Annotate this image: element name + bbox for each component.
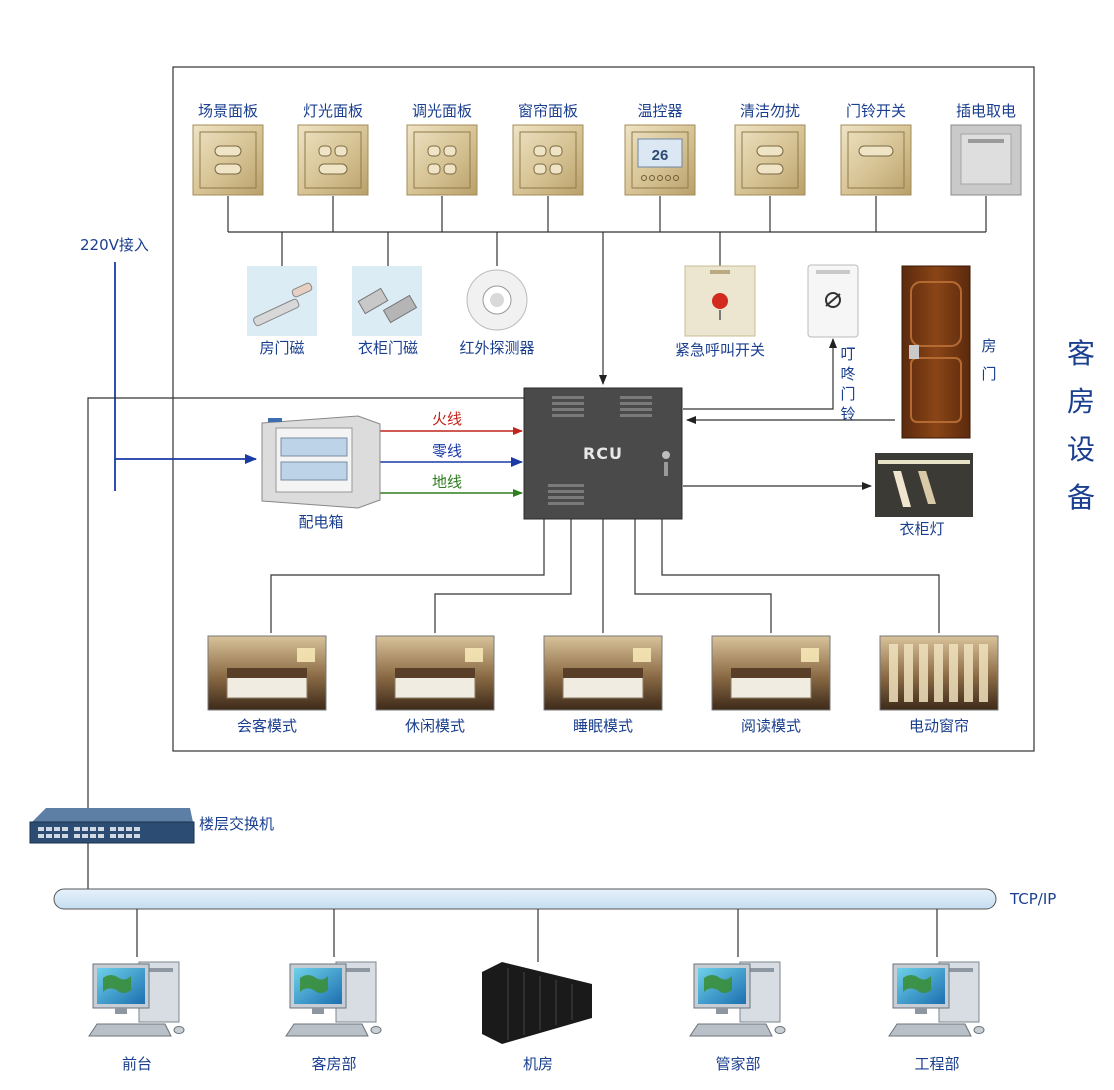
panel-label-light: 灯光面板 (302, 102, 364, 120)
floor-switch-image (29, 808, 195, 844)
panel-label-dimmer: 调光面板 (411, 102, 473, 120)
node-label-4: 工程部 (914, 1055, 960, 1073)
panel-curtain-image (512, 124, 584, 196)
wardrobe-magnet-label: 衣柜门磁 (357, 339, 419, 357)
distribution-box-image (261, 415, 381, 509)
mode-image-2 (543, 635, 663, 711)
mode-image-0 (207, 635, 327, 711)
nodes-row (88, 961, 985, 1044)
ground-wire-label: 地线 (432, 473, 463, 491)
rcu-label: RCU (582, 444, 624, 463)
computer-icon-0 (88, 961, 185, 1037)
panel-label-card: 插电取电 (955, 102, 1017, 120)
door-magnet-label: 房门磁 (259, 339, 305, 357)
mode-image-3 (711, 635, 831, 711)
panel-thermo-image: 26 (624, 124, 696, 196)
computer-icon-3 (689, 961, 786, 1037)
panel-dnd-image (734, 124, 806, 196)
distribution-box-label: 配电箱 (298, 513, 344, 531)
node-label-1: 客房部 (311, 1055, 357, 1073)
bus-drops (136, 909, 938, 962)
panel-scene-image (192, 124, 264, 196)
panel-light-image (297, 124, 369, 196)
panel-label-thermo: 温控器 (637, 102, 683, 120)
panel-doorbell-image (840, 124, 912, 196)
rcu-wiring (270, 338, 940, 633)
live-wire-label: 火线 (432, 410, 463, 428)
panel-label-curtain: 窗帘面板 (517, 102, 579, 120)
mode-label-1: 休闲模式 (404, 717, 466, 735)
panels-row: 26 (192, 124, 1022, 196)
mode-label-3: 阅读模式 (740, 717, 802, 735)
modes-row (207, 635, 999, 711)
doorbell-image (807, 264, 859, 338)
panel-card-image (950, 124, 1022, 196)
wardrobe-light-label: 衣柜灯 (899, 520, 945, 538)
wardrobe-magnet-image (352, 266, 422, 336)
panel-dimmer-image (406, 124, 478, 196)
panel-label-doorbell: 门铃开关 (845, 102, 907, 120)
server-rack-icon-2 (482, 962, 592, 1044)
computer-icon-1 (285, 961, 382, 1037)
panel-label-dnd: 清洁勿扰 (739, 102, 801, 120)
ir-detector-label: 红外探测器 (459, 339, 535, 357)
mode-label-0: 会客模式 (236, 717, 298, 735)
mode-label-4: 电动窗帘 (908, 717, 970, 735)
neutral-wire-label: 零线 (432, 442, 463, 460)
room-frame (172, 66, 1035, 752)
bus-label: TCP/IP (1010, 890, 1057, 908)
door-magnet-image (247, 266, 317, 336)
rcu-network-cable (87, 397, 524, 808)
power-input-lines (114, 262, 523, 497)
rcu-box (523, 387, 683, 520)
node-label-2: 机房 (522, 1055, 554, 1073)
tcpip-bus (53, 888, 997, 910)
mode-label-2: 睡眠模式 (572, 717, 634, 735)
mode-image-1 (375, 635, 495, 711)
mode-image-4 (879, 635, 999, 711)
room-door-image (901, 265, 971, 439)
doorbell-label: 叮咚门铃 (840, 345, 856, 423)
emergency-button-image (684, 265, 756, 337)
switch-label: 楼层交换机 (199, 815, 275, 833)
panel-label-scene: 场景面板 (197, 102, 259, 120)
wardrobe-light-image (875, 453, 973, 517)
ir-detector-image (466, 269, 528, 331)
room-door-label: 房门 (981, 337, 997, 383)
node-label-0: 前台 (121, 1055, 153, 1073)
emergency-label: 紧急呼叫开关 (674, 341, 766, 359)
node-label-3: 管家部 (715, 1055, 761, 1073)
thermostat-display: 26 (652, 147, 669, 164)
side-title: 客房设备 (1066, 337, 1095, 514)
panel-bus (227, 196, 987, 385)
computer-icon-4 (888, 961, 985, 1037)
power-input-label: 220V接入 (80, 236, 149, 254)
